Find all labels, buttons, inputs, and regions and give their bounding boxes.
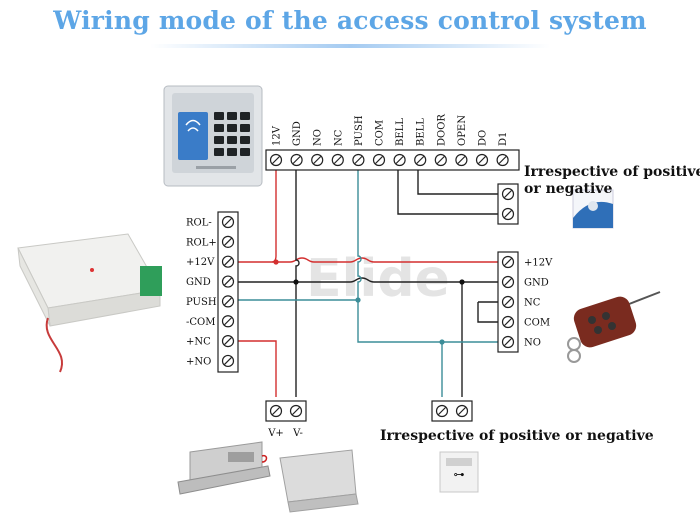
terminal-screw: [501, 275, 515, 289]
remote-terminal-strip: +12V GND NC COM NO: [497, 251, 553, 353]
page-title: Wiring mode of the access control system: [53, 6, 647, 35]
terminal-screw: [221, 215, 235, 229]
terminal-screw: [455, 404, 469, 418]
terminal-screw: [414, 153, 427, 167]
remote-terminal-label: GND: [524, 278, 549, 289]
watermark: Elide: [306, 249, 450, 309]
terminal-screw: [221, 335, 235, 348]
power-terminal-label: ROL-: [186, 218, 212, 229]
terminal-screw: [221, 354, 235, 368]
terminal-screw: [269, 153, 283, 167]
controller-terminal-label: COM: [375, 120, 386, 146]
wire-bell-black: [397, 170, 498, 215]
junction-dots: [273, 259, 465, 345]
remote-terminal-label: NO: [524, 338, 541, 349]
power-terminal-label: +NO: [186, 356, 211, 367]
doorbell-terminal-strip: [497, 183, 519, 225]
terminal-screw: [289, 404, 303, 418]
controller-terminal-label: PUSH: [354, 115, 365, 146]
button-note: Irrespective of positive or negative: [380, 428, 654, 444]
terminal-screw: [501, 207, 515, 221]
controller-terminal-label: D1: [498, 132, 509, 146]
controller-terminal-label: OPEN: [457, 115, 468, 146]
doorbell-note: Irrespective of positive or negative: [524, 164, 700, 197]
terminal-screw: [372, 153, 386, 167]
terminal-screw: [393, 153, 406, 167]
power-terminal-label: ROL+: [186, 237, 217, 248]
terminal-screw: [455, 153, 468, 167]
controller-terminal-strip: 12V GND NO NC PUSH COM BELL BELL DOOR OPEN DO D1: [265, 114, 520, 171]
wire-gnd-black: [238, 170, 498, 397]
terminal-screw: [331, 153, 344, 167]
power-terminal-strip: ROL- ROL+ +12V GND PUSH -COM +NC +NO: [186, 211, 239, 373]
keypad-device: [163, 85, 263, 187]
power-terminal-label: PUSH: [186, 297, 217, 308]
terminal-screw: [496, 153, 509, 167]
wire-nc-black: [477, 301, 498, 323]
power-supply-device: [17, 233, 162, 373]
controller-terminal-label: BELL: [395, 118, 406, 146]
terminal-screw: [221, 315, 235, 328]
terminal-screw: [475, 153, 489, 167]
terminal-screw: [434, 153, 447, 167]
title-underline: [150, 44, 550, 48]
terminal-screw: [501, 335, 515, 349]
terminal-screw: [435, 404, 449, 418]
exit-button-device: ⊶: [439, 451, 479, 493]
doorbell-device: [572, 189, 614, 229]
svg-text:⊶: ⊶: [454, 468, 465, 481]
remote-fob-device: [567, 291, 661, 363]
power-terminal-label: GND: [186, 277, 211, 288]
wire-push-teal: [238, 170, 498, 397]
terminal-screw: [311, 153, 324, 167]
controller-terminal-label: NO: [313, 129, 324, 146]
terminal-screw: [221, 295, 235, 308]
power-terminal-label: +12V: [186, 257, 215, 268]
terminal-screw: [221, 255, 235, 268]
terminal-screw: [501, 295, 515, 309]
terminal-screw: [501, 255, 515, 269]
lock-label-v-plus: V+: [267, 428, 284, 439]
button-terminal-strip: [431, 400, 473, 422]
bolt-lock-device: [177, 441, 271, 495]
remote-terminal-label: COM: [524, 318, 550, 329]
power-terminal-label: +NC: [186, 337, 211, 348]
lock-terminal-strip: V+ V-: [265, 400, 307, 439]
terminal-screw: [290, 153, 303, 167]
remote-terminal-label: NC: [524, 298, 541, 309]
magnetic-lock-device: [279, 449, 359, 513]
controller-terminal-label: DOOR: [436, 114, 447, 146]
lock-label-v-minus: V-: [292, 428, 303, 439]
controller-terminal-label: DO: [478, 130, 489, 146]
terminal-screw: [221, 235, 235, 248]
terminal-screw: [221, 275, 235, 288]
power-terminal-label: -COM: [186, 317, 215, 328]
terminal-screw: [501, 187, 515, 201]
controller-terminal-label: NC: [333, 129, 344, 146]
remote-terminal-label: +12V: [524, 258, 553, 269]
terminal-screw: [269, 404, 283, 418]
controller-terminal-label: GND: [292, 121, 303, 146]
controller-terminal-label: BELL: [416, 118, 427, 146]
controller-terminal-label: 12V: [272, 125, 283, 146]
terminal-screw: [501, 315, 515, 329]
terminal-screw: [352, 153, 365, 167]
